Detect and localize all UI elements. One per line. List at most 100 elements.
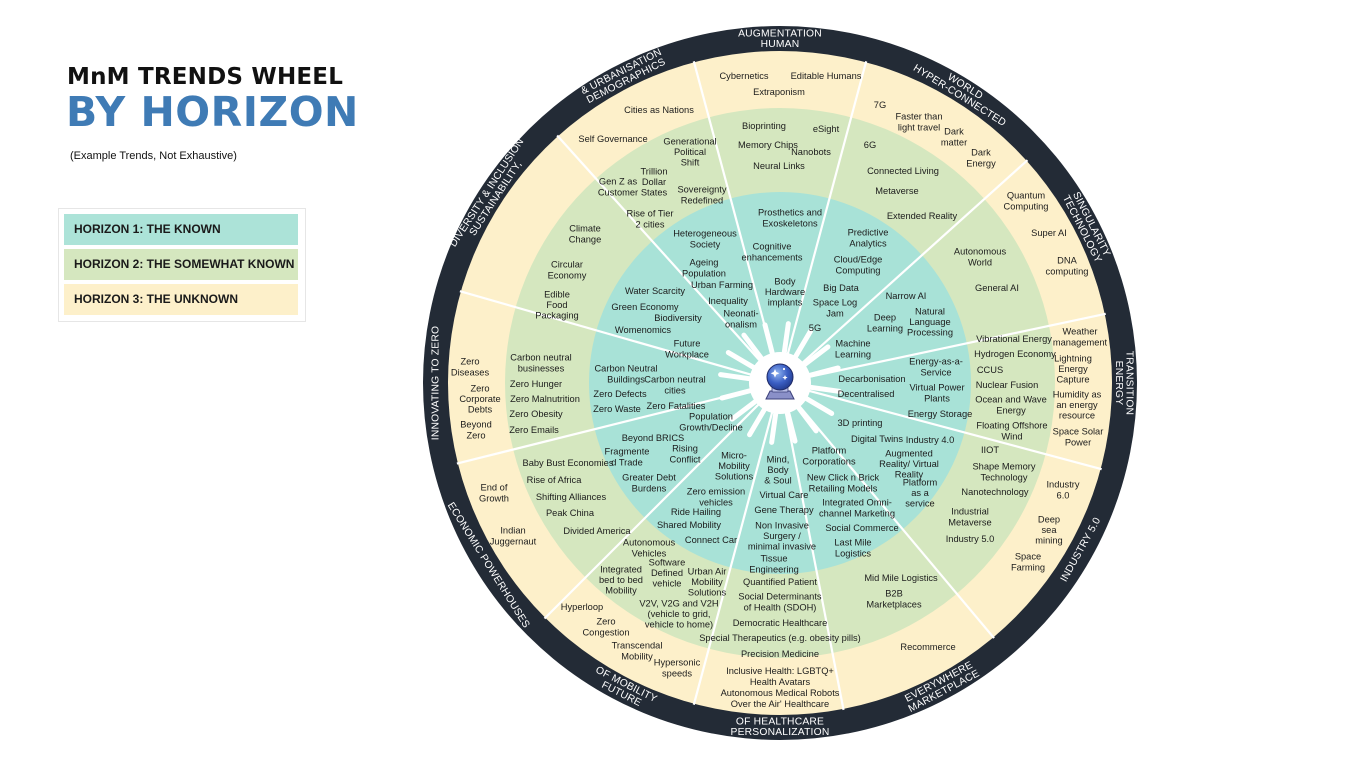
trend-label: Zero Fatalities: [647, 401, 706, 411]
trend-label: CCUS: [977, 365, 1003, 375]
trend-label: Green Economy: [611, 302, 679, 312]
trend-label: Social Commerce: [825, 523, 898, 533]
trend-label: General AI: [975, 283, 1019, 293]
trend-label: Memory Chips: [738, 140, 798, 150]
title-line-2: BY HORIZON: [66, 88, 359, 136]
trend-label: Nanobots: [791, 147, 831, 157]
trend-label: Energy-as-a-Service: [909, 357, 963, 378]
category-label: HUMAN: [761, 39, 800, 50]
category-label: PERSONALIZATION: [731, 727, 830, 738]
trend-label: Biodiversity: [654, 313, 702, 323]
trend-label: Narrow AI: [886, 291, 927, 301]
trend-label: Zero Malnutrition: [510, 394, 580, 404]
trend-label: Decentralised: [838, 389, 895, 399]
trend-label: Connect Car: [685, 535, 737, 545]
trend-label: Hyperloop: [561, 602, 603, 612]
hub-spoke: [801, 344, 831, 368]
trend-label: 5G: [809, 323, 821, 333]
trend-label: Autonomous Medical Robots: [721, 688, 840, 698]
sector-divider: [808, 389, 1102, 471]
trend-label: Integrated Omni-channel Marketing: [819, 498, 895, 519]
subtitle: (Example Trends, Not Exhaustive): [70, 150, 237, 162]
trend-label: Special Therapeutics (e.g. obesity pills…: [699, 633, 861, 643]
sector-divider: [692, 411, 774, 705]
trend-label: Divided America: [563, 526, 631, 536]
hub-spoke: [806, 365, 841, 378]
trend-label: Over the Air' Healthcare: [731, 699, 829, 709]
sector-divider: [543, 403, 760, 620]
category-label: AUGMENTATION: [738, 29, 822, 40]
trend-label: Mid Mile Logistics: [864, 573, 938, 583]
trend-label: Ride Hailing: [671, 507, 721, 517]
trend-label: Peak China: [546, 508, 595, 518]
sector-divider: [786, 61, 868, 355]
trend-label: Hydrogen Economy: [974, 349, 1056, 359]
hub-spoke: [781, 321, 791, 356]
trend-label: Shifting Alliances: [536, 492, 607, 502]
trend-label: Zero Obesity: [509, 409, 563, 419]
trend-label: Industry 4.0: [906, 435, 955, 445]
trend-label: Industry 5.0: [946, 534, 995, 544]
hub-spoke: [792, 328, 813, 360]
trend-label: 6G: [864, 140, 876, 150]
trend-label: Precision Medicine: [741, 649, 819, 659]
trend-label: Inequality: [708, 296, 748, 306]
trend-label: Water Scarcity: [625, 286, 685, 296]
trend-label: eSight: [813, 124, 840, 134]
trend-label: Quantified Patient: [743, 577, 817, 587]
hub-spoke: [718, 372, 753, 382]
category-label: TRANSITION: [1124, 351, 1135, 415]
sector-divider: [801, 159, 1029, 364]
hub-spoke: [807, 384, 842, 394]
trend-label: V2V, V2G and V2H(vehicle to grid,vehicle…: [639, 598, 718, 629]
trend-label: Zero Defects: [593, 389, 647, 399]
trend-label: Mind,Body& Soul: [764, 454, 791, 485]
trend-label: Neonati-onalism: [723, 309, 758, 330]
hub-spoke: [725, 350, 757, 371]
trend-label: Urban Farming: [691, 280, 753, 290]
hub-spoke: [719, 388, 754, 401]
trend-label: Beyond BRICS: [622, 433, 685, 443]
crystal-ball-icon: [765, 363, 795, 400]
trend-label: Nuclear Fusion: [976, 380, 1039, 390]
trend-label: Zero Emails: [509, 425, 559, 435]
trend-label: Cities as Nations: [624, 105, 694, 115]
trend-label: Cybernetics: [719, 71, 768, 81]
